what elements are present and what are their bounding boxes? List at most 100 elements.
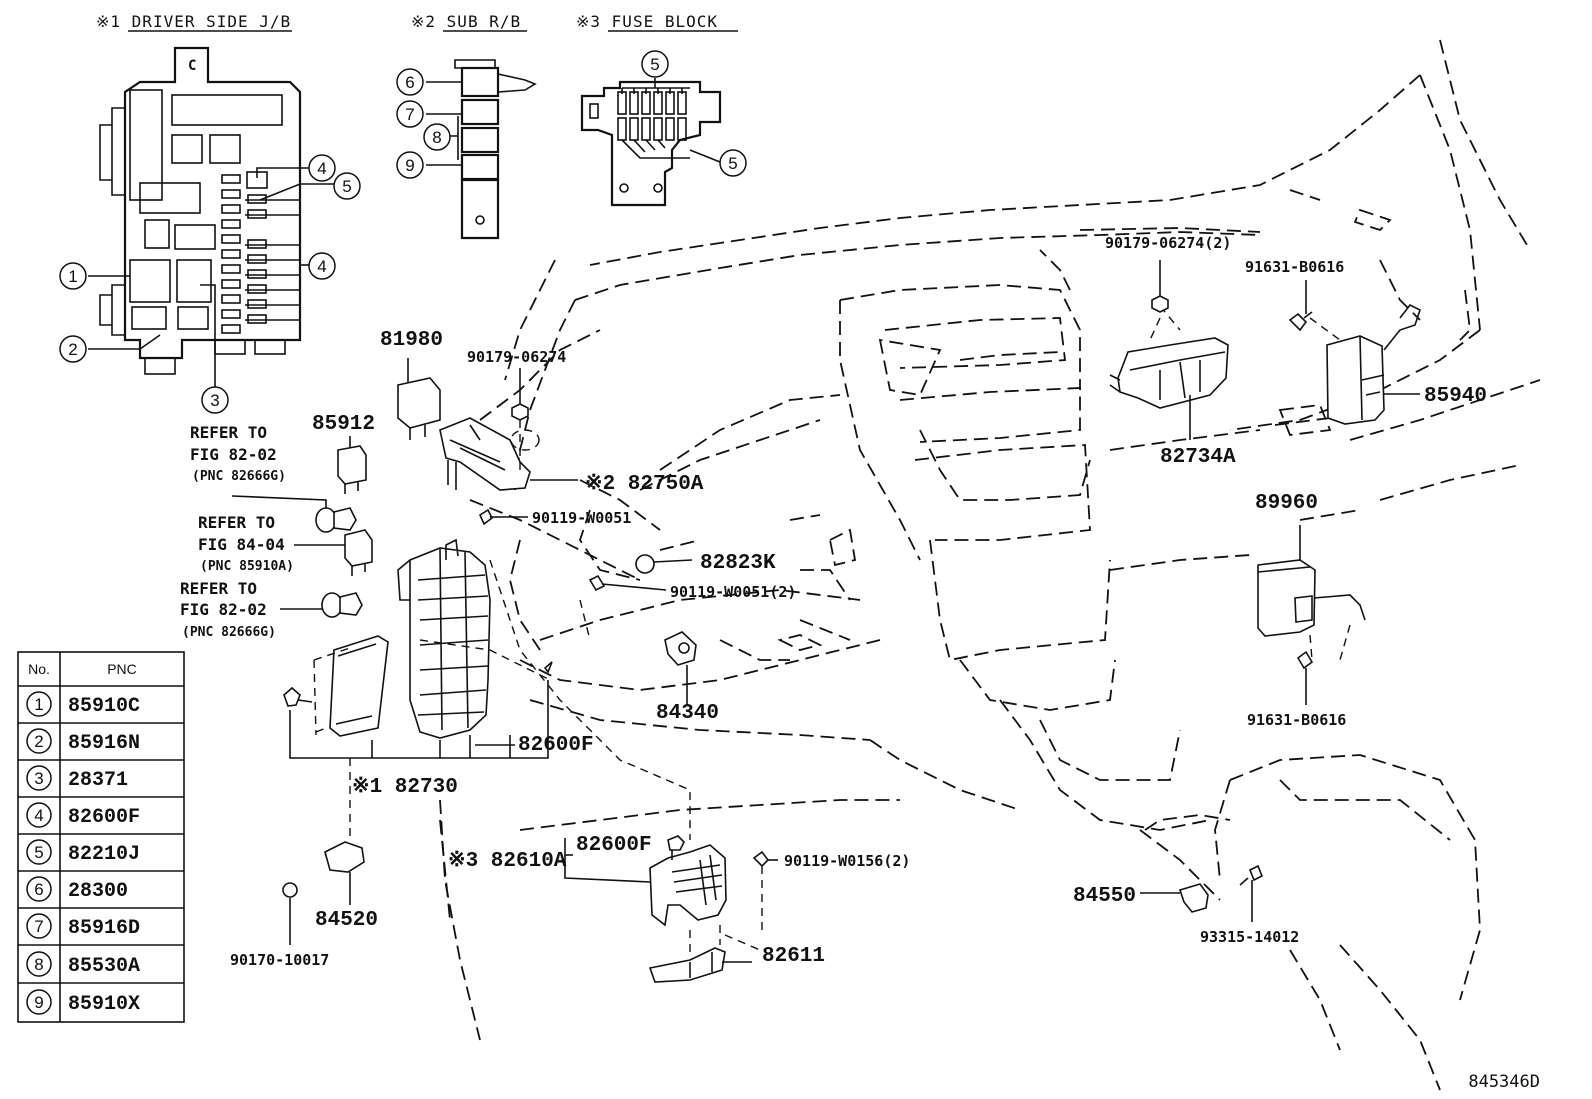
row-pnc: 82210J [68, 843, 140, 866]
label-82750A: ※2 82750A [585, 472, 704, 496]
other-leader-lines [489, 559, 691, 840]
part-82611-cover [648, 925, 761, 983]
label-82823K: 82823K [700, 552, 776, 575]
jb-mark-letter: C [188, 58, 196, 74]
callout-circle [59, 262, 87, 290]
row-no: 7 [34, 917, 43, 936]
row-pnc: 85916D [68, 917, 140, 940]
part-82730-bolt [283, 686, 313, 707]
callout-circle [396, 151, 424, 179]
label-90119-W0051: 90119-W0051 [532, 509, 631, 527]
header-driver-side-jb: ※1 DRIVER SIDE J/B [96, 12, 291, 31]
fuse-block-illustration: 5 5 [580, 50, 747, 207]
part-82666G-bulb-socket-upper [231, 495, 357, 533]
row-no: 6 [34, 880, 43, 899]
refer-line: (PNC 82666G) [192, 469, 286, 484]
part-90179-06274-nut [510, 368, 540, 470]
table-row: 9 85910X [26, 989, 140, 1016]
part-90119-W0051-bolt [478, 508, 528, 526]
callout-circle [719, 149, 747, 177]
row-pnc: 28300 [68, 880, 128, 903]
refer-notes: REFER TO FIG 82-02 (PNC 82666G) REFER TO… [180, 423, 345, 640]
label-84520: 84520 [315, 909, 378, 932]
label-90170-10017: 90170-10017 [230, 951, 329, 969]
label-81980: 81980 [380, 329, 443, 352]
callout-number: 8 [432, 128, 441, 147]
table-row: 3 28371 [26, 765, 128, 792]
table-row: 6 28300 [26, 876, 128, 903]
callout-circle [59, 335, 87, 363]
table-row: 2 85916N [26, 728, 140, 755]
refer-line: FIG 84-04 [198, 535, 285, 554]
part-82600F-fuse [667, 835, 685, 860]
label-84340: 84340 [656, 702, 719, 725]
row-no: 5 [34, 843, 43, 862]
refer-line: REFER TO [190, 423, 267, 442]
part-82750A-relay-block [439, 417, 578, 491]
part-82730-junction-block [397, 538, 551, 739]
table-row: 1 85910C [26, 691, 140, 718]
pnc-table-rows: 1 85910C 2 85916N 3 28371 4 82600F 5 822… [26, 691, 140, 1016]
label-82600F-lower: 82600F [576, 834, 652, 857]
part-ecu-module [313, 635, 389, 737]
refer-line: FIG 82-02 [180, 600, 267, 619]
label-82730: ※1 82730 [352, 775, 458, 799]
table-row: 7 85916D [26, 913, 140, 940]
header-sub-rb: ※2 SUB R/B [411, 12, 521, 31]
part-85910A-relay [344, 529, 373, 576]
row-no: 1 [34, 695, 43, 714]
label-84550: 84550 [1073, 885, 1136, 908]
callout-number: 3 [210, 391, 219, 410]
callout-circle [641, 50, 669, 78]
callout-number: 5 [650, 55, 659, 74]
part-82734A-relay-block [1109, 305, 1229, 440]
label-90179-06274: 90179-06274 [467, 348, 566, 366]
row-no: 8 [34, 955, 43, 974]
row-pnc: 85910X [68, 993, 140, 1016]
part-91631-B0616-screw-lower [1296, 650, 1314, 705]
table-header-pnc: PNC [107, 661, 137, 677]
inset-headers: ※1 DRIVER SIDE J/B ※2 SUB R/B ※3 FUSE BL… [96, 12, 738, 32]
callout-number: 1 [68, 267, 77, 286]
pnc-table: No. PNC [17, 651, 185, 1023]
part-85940-relay [1309, 303, 1421, 425]
label-82610A: ※3 82610A [448, 849, 567, 873]
row-no: 3 [34, 769, 43, 788]
table-row: 4 82600F [26, 802, 140, 829]
callout-circle [308, 252, 336, 280]
part-93315-14012-screw [1239, 864, 1264, 922]
part-84340-switch [664, 631, 697, 705]
row-no: 4 [34, 806, 43, 825]
callout-number: 5 [728, 154, 737, 173]
row-pnc: 85910C [68, 695, 140, 718]
callout-number: 4 [317, 159, 326, 178]
driver-jb-callouts: 1 2 3 4 5 4 [59, 154, 361, 414]
label-82600F-upper: 82600F [518, 734, 594, 757]
refer-line: REFER TO [198, 513, 275, 532]
part-85912-relay [337, 436, 367, 494]
row-pnc: 28371 [68, 769, 128, 792]
part-90170-10017-nut [282, 882, 298, 945]
part-82823K-clip [635, 554, 693, 574]
row-no: 2 [34, 732, 43, 751]
callout-circle [201, 386, 229, 414]
label-90119-W0051-2: 90119-W0051(2) [670, 583, 796, 601]
table-row: 8 85530A [26, 951, 140, 978]
callout-circle [333, 172, 361, 200]
label-82611: 82611 [762, 945, 825, 968]
refer-line: REFER TO [180, 579, 257, 598]
label-85912: 85912 [312, 413, 375, 436]
table-row: 5 82210J [26, 839, 140, 866]
sub-rb-illustration: 6 7 8 9 [396, 59, 537, 240]
refer-line: (PNC 85910A) [200, 559, 294, 574]
part-82610A-fuse-block [564, 838, 727, 927]
dashboard-outline [439, 39, 1541, 1091]
part-labels: 81980 85912 90179-06274 ※2 82750A 90119-… [230, 234, 1487, 969]
part-82666G-bulb-socket-lower [280, 592, 363, 618]
label-82734A: 82734A [1160, 446, 1236, 469]
callout-circle [396, 68, 424, 96]
row-pnc: 85916N [68, 732, 140, 755]
label-90119-W0156-2: 90119-W0156(2) [784, 852, 910, 870]
part-82730-bracket-lines [289, 661, 553, 759]
